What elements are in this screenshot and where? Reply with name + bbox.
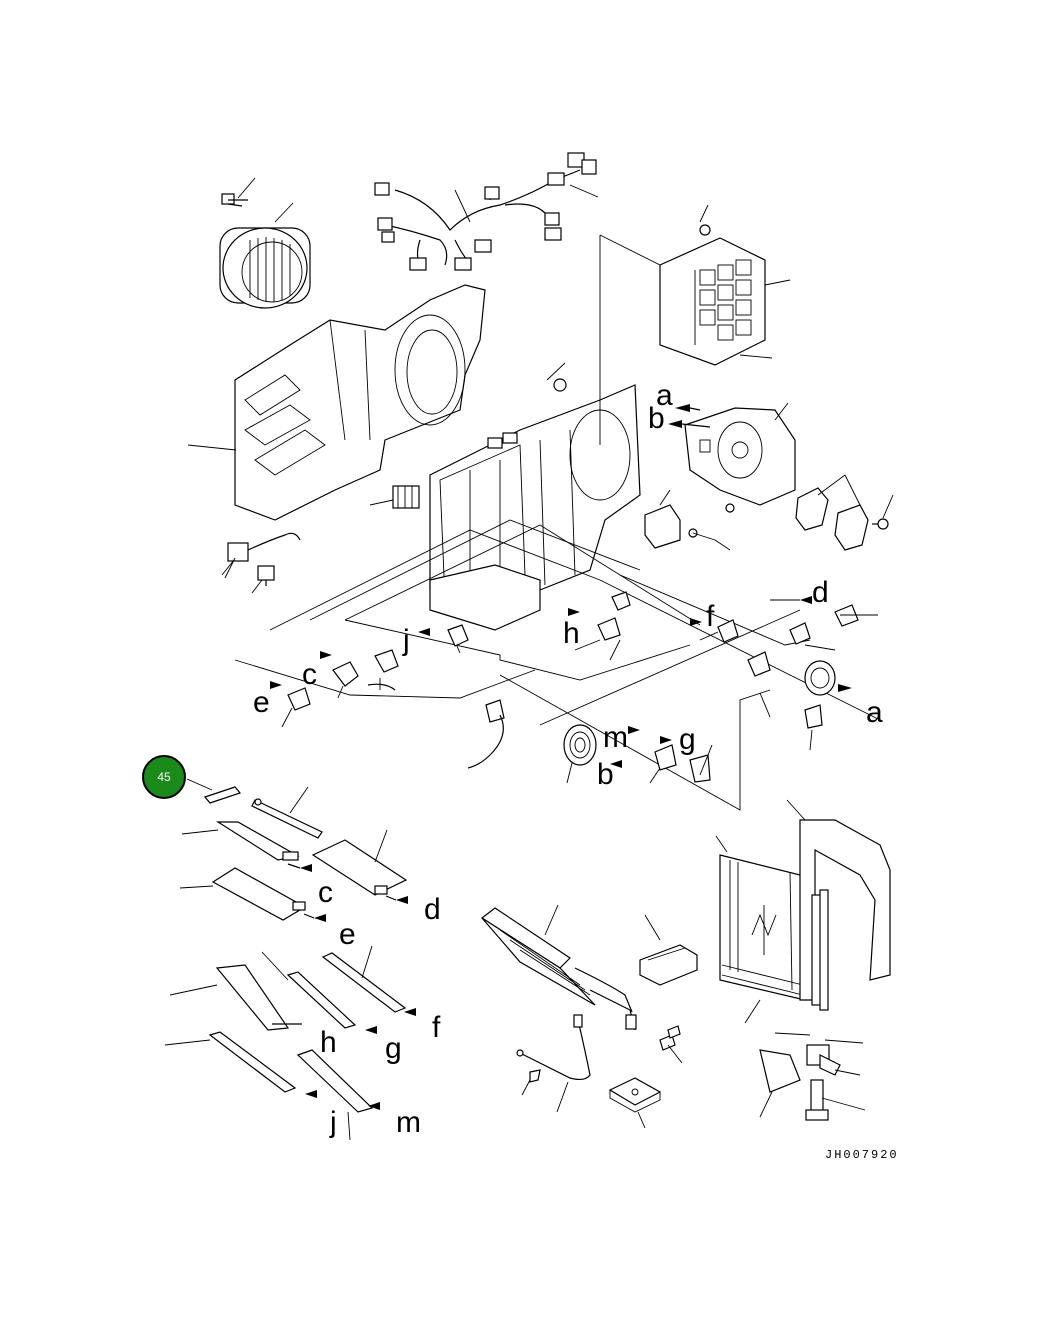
letter-f-upper: f: [706, 600, 715, 633]
damper-plate-f[interactable]: [321, 952, 407, 1013]
heater-core[interactable]: [480, 907, 637, 1031]
expansion-valve[interactable]: [806, 889, 841, 1076]
letter-e-lower: e: [339, 918, 356, 951]
actuator-2[interactable]: [834, 504, 869, 551]
damper-plate-j[interactable]: [208, 1031, 297, 1093]
letter-d-upper: d: [812, 576, 829, 609]
letter-j-lower: j: [329, 1106, 337, 1139]
dial-right[interactable]: [804, 660, 836, 696]
blower-motor[interactable]: [219, 227, 311, 309]
relay-switch[interactable]: [644, 504, 681, 549]
damper-plate-e[interactable]: [211, 867, 307, 921]
damper-plate-m[interactable]: [296, 1049, 374, 1113]
damper-plate-h[interactable]: [215, 964, 290, 1031]
hose-clamp[interactable]: [659, 1025, 681, 1051]
filter-housing[interactable]: [659, 237, 766, 366]
bolt-small[interactable]: [257, 565, 275, 586]
dial-gear[interactable]: [563, 724, 597, 766]
letter-f-lower: f: [432, 1011, 441, 1044]
screws-pair[interactable]: [688, 503, 735, 538]
screw-center[interactable]: [553, 378, 567, 392]
letter-a-lower: a: [866, 696, 883, 729]
letter-h-upper: h: [563, 617, 580, 650]
bolt-long[interactable]: [805, 1079, 829, 1121]
arrows: [270, 404, 852, 768]
linkage-parts[interactable]: [287, 591, 859, 783]
letter-b-lower: b: [597, 758, 614, 791]
clip-small[interactable]: [529, 1069, 541, 1083]
callout-number: 45: [157, 770, 171, 784]
letter-j-upper: j: [402, 624, 410, 657]
letter-e-upper: e: [253, 686, 270, 719]
leader-lines: [224, 557, 878, 784]
callout-badge[interactable]: 45: [142, 755, 186, 799]
foam-pad[interactable]: [608, 1077, 662, 1113]
screw-bolt[interactable]: [221, 193, 248, 207]
resistor-block[interactable]: [392, 485, 420, 509]
wiring-harness[interactable]: [374, 152, 597, 271]
duct-piece[interactable]: [639, 944, 698, 986]
screw-right[interactable]: [872, 518, 889, 530]
letter-g-lower: g: [385, 1032, 402, 1065]
connector-clip[interactable]: [227, 532, 301, 562]
unit-case-left[interactable]: [234, 284, 486, 521]
mode-housing[interactable]: [684, 407, 796, 506]
letter-c-lower: c: [318, 876, 333, 909]
damper-box[interactable]: [429, 564, 541, 631]
letter-g-upper: g: [679, 723, 696, 756]
unit-case-center[interactable]: [429, 384, 641, 611]
assembly-guide-lines: [234, 519, 881, 811]
letter-d-lower: d: [424, 893, 441, 926]
damper-plate-c[interactable]: [215, 821, 300, 861]
thermistor-sensor[interactable]: [516, 1014, 591, 1081]
small-pad[interactable]: [203, 786, 242, 804]
evaporator[interactable]: [719, 854, 806, 1001]
letter-c-upper: c: [302, 658, 317, 691]
letter-m-lower: m: [396, 1106, 421, 1139]
actuator-1[interactable]: [795, 487, 829, 531]
letter-a-upper: a: [656, 379, 673, 412]
damper-plate-g[interactable]: [286, 971, 357, 1029]
letter-b-upper: b: [648, 402, 665, 435]
damper-rod[interactable]: [251, 798, 323, 839]
damper-plate-d[interactable]: [311, 839, 408, 896]
drawing-code: JH007920: [825, 1148, 899, 1162]
evaporator-foam[interactable]: [759, 1049, 801, 1093]
letter-m-upper: m: [603, 721, 628, 754]
letter-h-lower: h: [320, 1026, 337, 1059]
